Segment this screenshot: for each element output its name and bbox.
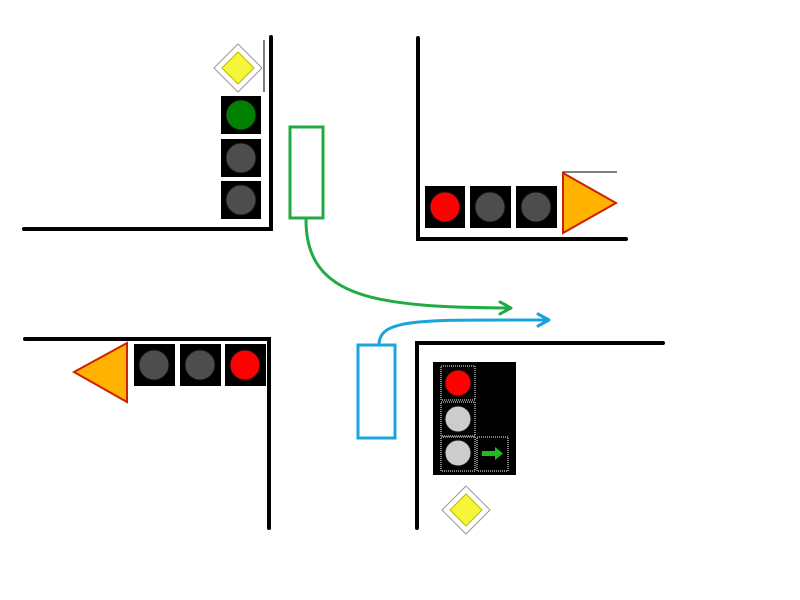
lamp-red-icon (429, 191, 461, 223)
lamp-off-icon (184, 349, 216, 381)
curb-south-east (415, 341, 665, 530)
blue-vehicle-route-arrow (377, 312, 551, 347)
priority-road-sign-icon (441, 485, 491, 535)
green-right-arrow-icon (482, 447, 503, 460)
signal-lamp-2 (221, 139, 261, 177)
lamp-off-icon (225, 142, 257, 174)
lamp-off-icon (225, 184, 257, 216)
green-vehicle-route-arrow (304, 218, 513, 316)
give-way-sign-icon (562, 171, 619, 235)
green-vehicle (288, 125, 325, 220)
lamp-off-icon (520, 191, 552, 223)
lamp-off-icon (444, 439, 472, 467)
lamp-off-icon (474, 191, 506, 223)
traffic-signal-south-east (433, 362, 516, 475)
curb-north-west (22, 35, 273, 231)
signal-lamp-3 (221, 181, 261, 219)
give-way-sign-icon (71, 341, 128, 404)
lamp-red-icon (444, 369, 472, 397)
lamp-green-icon (225, 99, 257, 131)
signal-lamp-1 (221, 96, 261, 134)
lamp-red-icon (229, 349, 261, 381)
traffic-signal-north-west (221, 96, 261, 219)
traffic-signal-south-west (134, 344, 266, 386)
priority-road-sign-icon (213, 43, 263, 93)
curb-south-west (23, 337, 271, 530)
blue-vehicle (356, 343, 397, 440)
traffic-signal-north-east (425, 186, 557, 228)
lamp-off-icon (138, 349, 170, 381)
curb-north-east (416, 36, 628, 241)
road-curbs (22, 35, 665, 530)
lamp-off-icon (444, 405, 472, 433)
